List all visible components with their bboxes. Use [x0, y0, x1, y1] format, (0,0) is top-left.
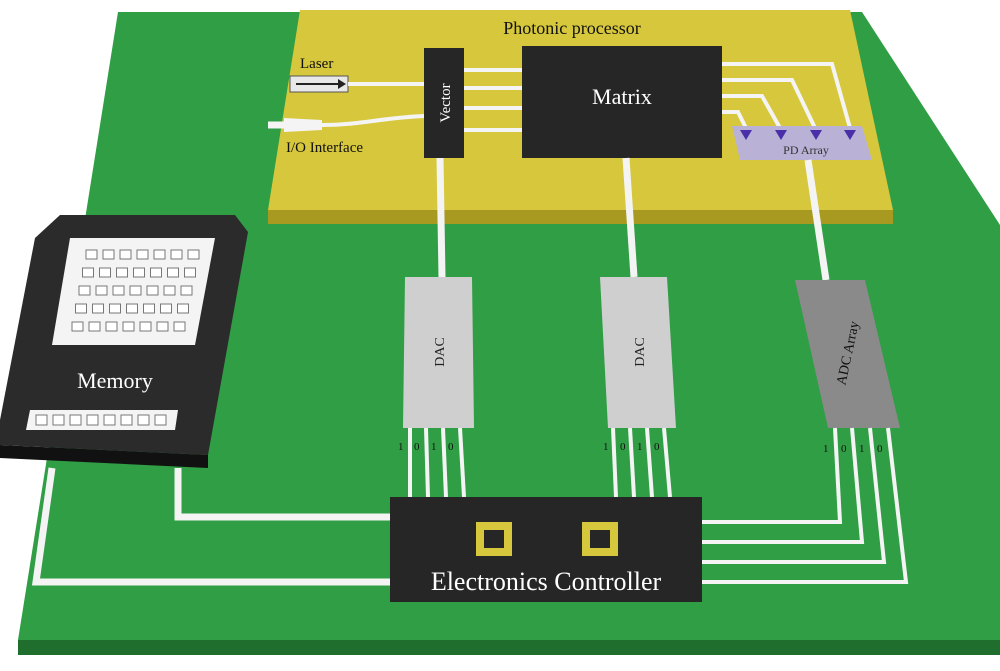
svg-text:0: 0 [841, 443, 847, 455]
memory-cell [160, 303, 172, 314]
memory-cell [133, 267, 145, 278]
processor-title: Photonic processor [503, 18, 640, 38]
memory-cell [78, 285, 91, 296]
memory-cell [136, 249, 149, 260]
memory-cell [82, 267, 94, 278]
memory-cell [180, 285, 193, 296]
matrix-label: Matrix [592, 84, 652, 109]
controller-chip-2 [582, 522, 618, 556]
memory-cell [126, 303, 138, 314]
io-interface-label: I/O Interface [286, 140, 363, 156]
memory-pin [69, 414, 82, 426]
svg-text:0: 0 [448, 441, 454, 453]
memory-cell [122, 321, 135, 332]
adc-array [795, 280, 900, 428]
memory-pin [120, 414, 133, 426]
memory-cell [139, 321, 152, 332]
io-connector [284, 118, 322, 132]
svg-text:0: 0 [414, 441, 420, 453]
memory-pin [154, 414, 167, 426]
memory-cell [163, 285, 176, 296]
waveguides-matrix-pd [722, 62, 852, 129]
memory-pin [86, 414, 99, 426]
laser-label: Laser [300, 56, 333, 72]
memory-pins [35, 414, 167, 426]
waveguides-vector-matrix [464, 68, 522, 132]
svg-text:1: 1 [637, 441, 643, 453]
memory-cell [156, 321, 169, 332]
svg-text:1: 1 [398, 441, 404, 453]
controller-label: Electronics Controller [431, 567, 662, 596]
svg-text:1: 1 [859, 443, 865, 455]
adc-bits: 1 0 1 0 [823, 443, 883, 455]
memory-module-side [0, 445, 208, 468]
memory-cell [170, 249, 183, 260]
memory-cell [129, 285, 142, 296]
adc-bus [700, 427, 909, 584]
dac-1 [403, 277, 474, 428]
memory-pin [35, 414, 48, 426]
svg-text:0: 0 [877, 443, 883, 455]
waveguide-io [321, 114, 425, 127]
memory-cell [95, 285, 108, 296]
memory-cell [116, 267, 128, 278]
memory-pin [103, 414, 116, 426]
memory-cell [119, 249, 132, 260]
memory-cell [143, 303, 155, 314]
dac-2-label: DAC [633, 337, 648, 367]
laser-arrow-head [338, 79, 346, 89]
memory-cell [75, 303, 87, 314]
pd-markers [740, 130, 856, 140]
pcb-board-edge [18, 640, 1000, 655]
memory-cell [187, 249, 200, 260]
traces-processor-converters [436, 157, 830, 281]
memory-label: Memory [77, 368, 153, 393]
dac-1-label: DAC [433, 337, 448, 367]
matrix-chip [522, 46, 722, 158]
memory-cell [146, 285, 159, 296]
memory-cells [71, 249, 200, 332]
memory-cell [88, 321, 101, 332]
memory-cell [177, 303, 189, 314]
svg-text:1: 1 [603, 441, 609, 453]
pd-array [732, 126, 872, 160]
dac-2 [600, 277, 676, 428]
svg-text:1: 1 [823, 443, 829, 455]
memory-cell [112, 285, 125, 296]
memory-cell [109, 303, 121, 314]
memory-cell [105, 321, 118, 332]
memory-cell [102, 249, 115, 260]
vector-label: Vector [438, 83, 454, 122]
dac-2-bus [611, 427, 672, 498]
memory-cell [167, 267, 179, 278]
memory-cell [153, 249, 166, 260]
dac-2-bits: 1 0 1 0 [603, 441, 660, 453]
memory-cell [184, 267, 196, 278]
memory-pin [52, 414, 65, 426]
controller-chip-1 [476, 522, 512, 556]
memory-cell [150, 267, 162, 278]
dac-1-bus [408, 427, 466, 498]
pd-array-label: PD Array [783, 143, 829, 157]
memory-pin [137, 414, 150, 426]
svg-text:1: 1 [431, 441, 437, 453]
memory-cell [92, 303, 104, 314]
svg-text:0: 0 [654, 441, 660, 453]
traces-memory-controller [31, 467, 390, 586]
electronics-controller [390, 497, 702, 602]
dac-1-bits: 1 0 1 0 [398, 441, 454, 453]
memory-cell [71, 321, 84, 332]
memory-cell [85, 249, 98, 260]
memory-cell [99, 267, 111, 278]
svg-text:0: 0 [620, 441, 626, 453]
memory-cell [173, 321, 186, 332]
vector-chip [424, 48, 464, 158]
processor-platform-side [268, 210, 893, 224]
